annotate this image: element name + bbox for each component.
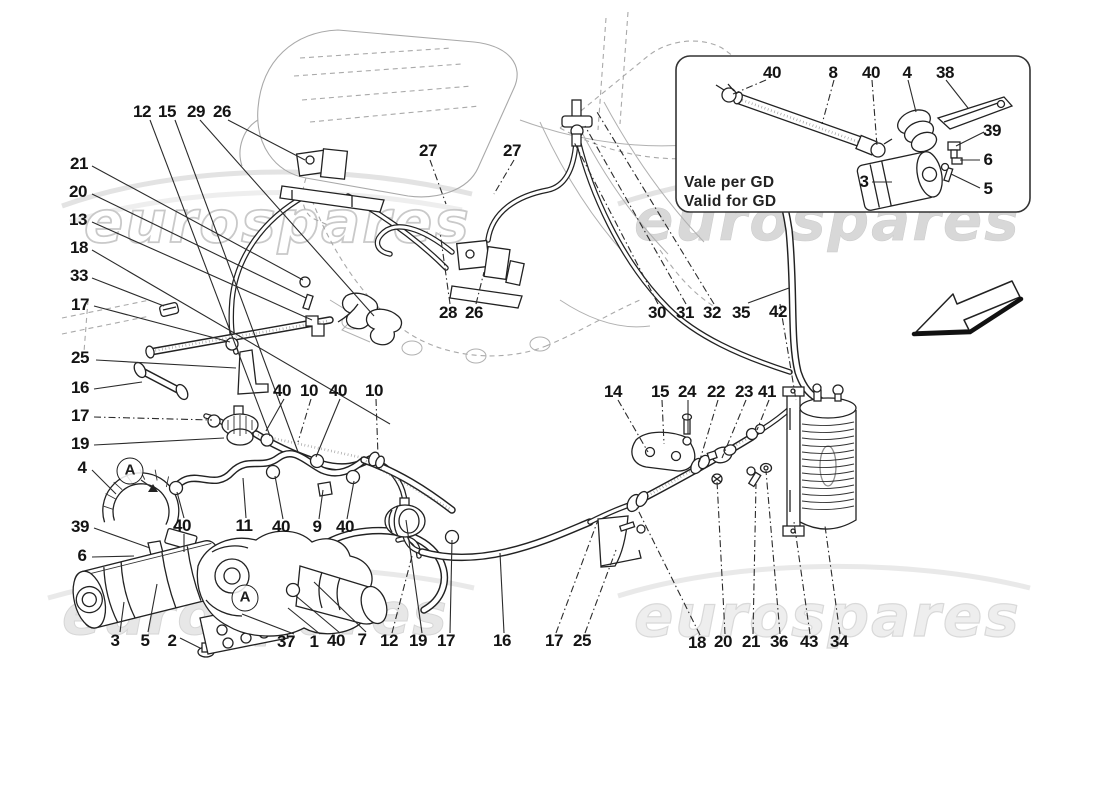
part-number-callout: 40 — [327, 631, 345, 650]
inset-note-line1: Vale per GD — [684, 174, 775, 191]
part-number-callout: 19 — [409, 631, 427, 650]
part-number-callout: 20 — [69, 182, 87, 201]
part-number-callout: 17 — [71, 295, 89, 314]
part-number-callout: 18 — [688, 633, 706, 652]
part-number-callout: 27 — [419, 141, 437, 160]
part-number-callout: 16 — [493, 631, 511, 650]
part-number-callout: 40 — [862, 63, 880, 82]
part-number-callout: 38 — [936, 63, 954, 82]
engine-outline — [61, 11, 759, 364]
part-number-callout: 31 — [676, 303, 694, 322]
part-number-callout: 18 — [70, 238, 88, 257]
part-number-callout: 8 — [828, 63, 838, 82]
part-number-callout: 4 — [77, 458, 87, 477]
part-number-callout: 16 — [71, 378, 89, 397]
part-number-callout: 14 — [604, 382, 622, 401]
part-number-callout: 4 — [902, 63, 912, 82]
part-number-callout: 26 — [213, 102, 231, 121]
inset-box — [675, 55, 1031, 213]
inset-note-line2: Valid for GD — [684, 193, 777, 210]
part-number-callout: 35 — [732, 303, 750, 322]
part-number-callout: 27 — [503, 141, 521, 160]
part-number-callout: 10 — [365, 381, 383, 400]
part-number-callout: 20 — [714, 632, 732, 651]
solenoid-valve-top-left — [279, 148, 385, 213]
part-number-callout: 19 — [71, 434, 89, 453]
part-number-callout: 40 — [763, 63, 781, 82]
part-number-callout: 41 — [758, 382, 776, 401]
part-number-callout: 7 — [357, 630, 367, 649]
part-number-callout: 10 — [300, 381, 318, 400]
direction-arrow — [911, 280, 1024, 337]
part-number-callout: 26 — [465, 303, 483, 322]
upper-pipe-fittings — [133, 276, 403, 401]
leader-lines — [91, 79, 985, 649]
part-number-callout: 17 — [545, 631, 563, 650]
part-number-callout: 43 — [800, 632, 818, 651]
part-number-callout: 17 — [437, 631, 455, 650]
air-pump-left — [72, 469, 227, 658]
part-number-callout: 5 — [983, 179, 993, 198]
part-number-callout: 32 — [703, 303, 721, 322]
part-number-callout: 40 — [173, 516, 191, 535]
part-number-callout: 22 — [707, 382, 725, 401]
part-number-callout: 1 — [309, 632, 319, 651]
part-number-callout: 9 — [312, 517, 322, 536]
part-number-callout: 42 — [769, 302, 787, 321]
solenoid-valve-center — [449, 239, 525, 309]
part-number-callout: 37 — [277, 632, 295, 651]
part-number-callout: 12 — [380, 631, 398, 650]
part-number-callout: 40 — [272, 517, 290, 536]
part-number-callout: 24 — [678, 382, 696, 401]
part-number-callout: 30 — [648, 303, 666, 322]
part-number-callout: 25 — [71, 348, 89, 367]
part-number-callout: 28 — [439, 303, 457, 322]
part-number-callout: 40 — [273, 381, 291, 400]
air-filter-canister — [782, 383, 857, 537]
part-number-callout: 17 — [71, 406, 89, 425]
part-number-callout: 29 — [187, 102, 205, 121]
part-number-callout: 15 — [651, 382, 669, 401]
part-number-callout: 23 — [735, 382, 753, 401]
part-number-callout: 5 — [140, 631, 150, 650]
bracket-and-valve-right — [597, 413, 773, 568]
watermark-text: eurospares — [634, 582, 1021, 650]
part-number-callout: 3 — [110, 631, 120, 650]
check-valve-lower — [384, 497, 460, 545]
part-number-callout: 6 — [77, 546, 87, 565]
watermark-text: eurospares — [84, 188, 471, 256]
part-number-callout: 39 — [71, 517, 89, 536]
part-number-callout: 15 — [158, 102, 176, 121]
part-number-callout: 21 — [742, 632, 760, 651]
part-number-callout: 25 — [573, 631, 591, 650]
part-number-callout: 39 — [983, 121, 1001, 140]
part-number-callout: 2 — [167, 631, 177, 650]
part-number-callout: 3 — [859, 172, 869, 191]
part-number-callout: 6 — [983, 150, 993, 169]
clamps-mid — [168, 464, 361, 497]
part-number-callout: 11 — [235, 516, 253, 535]
detail-marker-A: A — [231, 584, 259, 612]
part-number-callout: 40 — [336, 517, 354, 536]
part-number-callout: 36 — [770, 632, 788, 651]
inset-parts — [715, 83, 1014, 211]
detail-marker-A: A — [116, 457, 144, 485]
part-number-callout: 12 — [133, 102, 151, 121]
check-valve-upper — [207, 405, 385, 469]
part-number-callout: 40 — [329, 381, 347, 400]
part-number-callout: 21 — [70, 154, 88, 173]
part-number-callout: 13 — [69, 210, 87, 229]
part-number-callout: 33 — [70, 266, 88, 285]
part-number-callout: 34 — [830, 632, 848, 651]
